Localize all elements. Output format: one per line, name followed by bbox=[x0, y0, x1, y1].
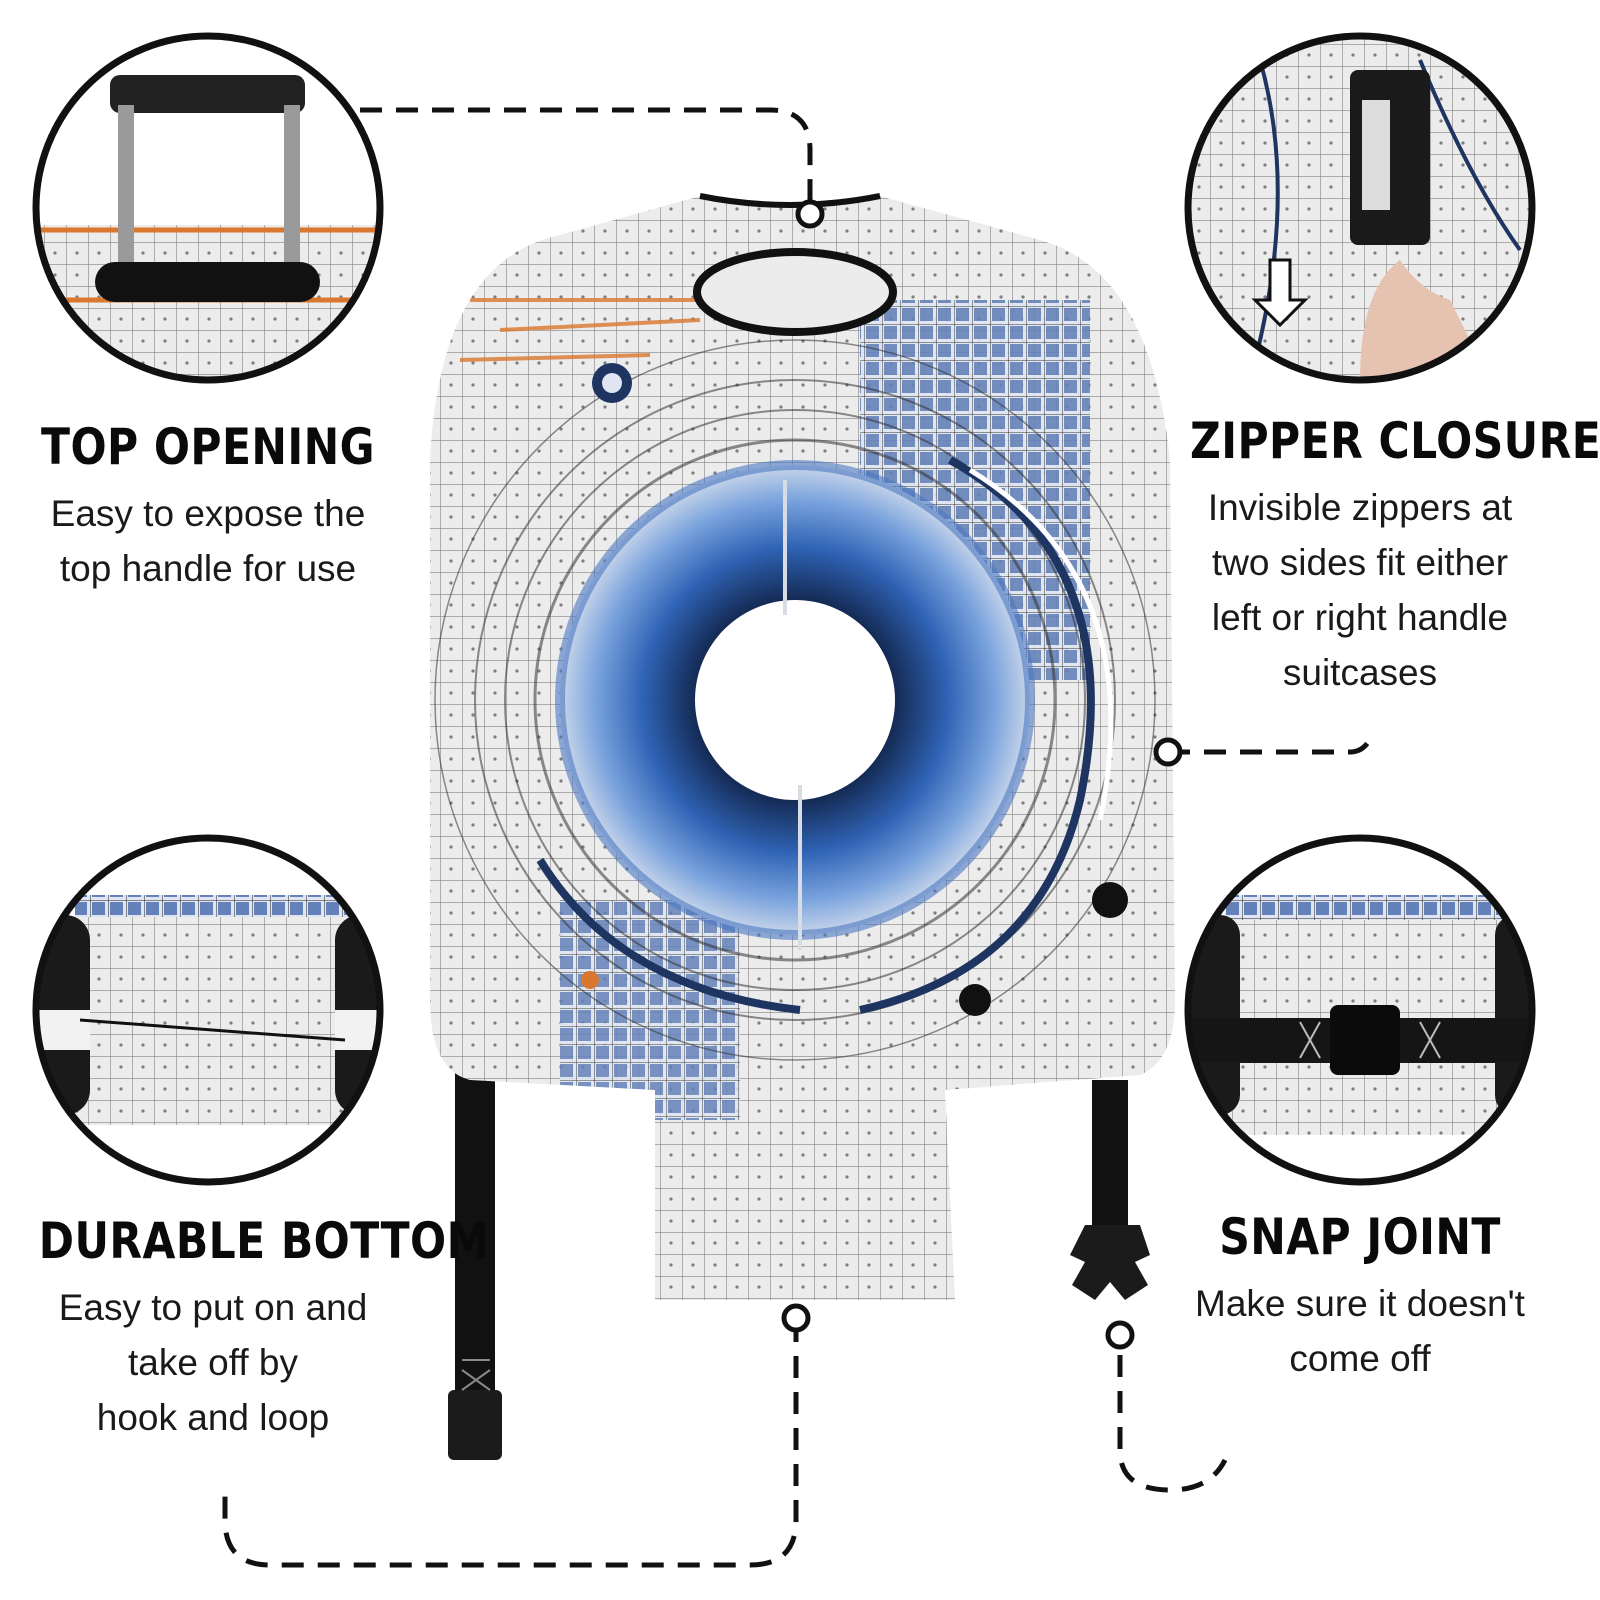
feature-description: Make sure it doesn't come off bbox=[1195, 1283, 1525, 1379]
detail-circle-bottom bbox=[32, 834, 384, 1186]
feature-title: DURABLE BOTTOM bbox=[38, 1212, 490, 1270]
detail-circle-zipper bbox=[1184, 32, 1536, 384]
leader-snap bbox=[1117, 1355, 1228, 1493]
connector-dots bbox=[781, 199, 1183, 1350]
leader-bottom bbox=[222, 1320, 799, 1568]
feature-description: Easy to expose the top handle for use bbox=[50, 493, 366, 589]
feature-snap-joint: SNAP JOINT Make sure it doesn't come off bbox=[1160, 1208, 1560, 1386]
zipper-lock-icon bbox=[1350, 70, 1430, 245]
feature-title: ZIPPER CLOSURE bbox=[1190, 412, 1600, 470]
feature-top-opening: TOP OPENING Easy to expose the top handl… bbox=[8, 418, 408, 596]
buckle-icon bbox=[1070, 1225, 1150, 1300]
feature-title: SNAP JOINT bbox=[1219, 1208, 1501, 1266]
luggage-cover bbox=[430, 193, 1175, 1460]
leader-zipper bbox=[1168, 733, 1375, 755]
leader-lines bbox=[222, 107, 1375, 1568]
feature-title: TOP OPENING bbox=[41, 418, 375, 476]
feature-durable-bottom: DURABLE BOTTOM Easy to put on and take o… bbox=[8, 1212, 490, 1445]
top-opening-hole bbox=[693, 248, 897, 336]
detail-circle-snap bbox=[1184, 834, 1536, 1186]
feature-description: Easy to put on and take off by hook and … bbox=[58, 1287, 368, 1438]
feature-zipper-closure: ZIPPER CLOSURE Invisible zippers at two … bbox=[1160, 412, 1600, 700]
right-strap bbox=[1092, 1080, 1128, 1230]
trolley-handle-icon bbox=[95, 75, 320, 302]
feature-description: Invisible zippers at two sides fit eithe… bbox=[1207, 487, 1513, 693]
detail-circle-top-opening bbox=[32, 32, 384, 384]
left-strap bbox=[455, 1070, 495, 1400]
center-hole bbox=[695, 600, 895, 800]
leader-top-opening bbox=[360, 107, 813, 210]
